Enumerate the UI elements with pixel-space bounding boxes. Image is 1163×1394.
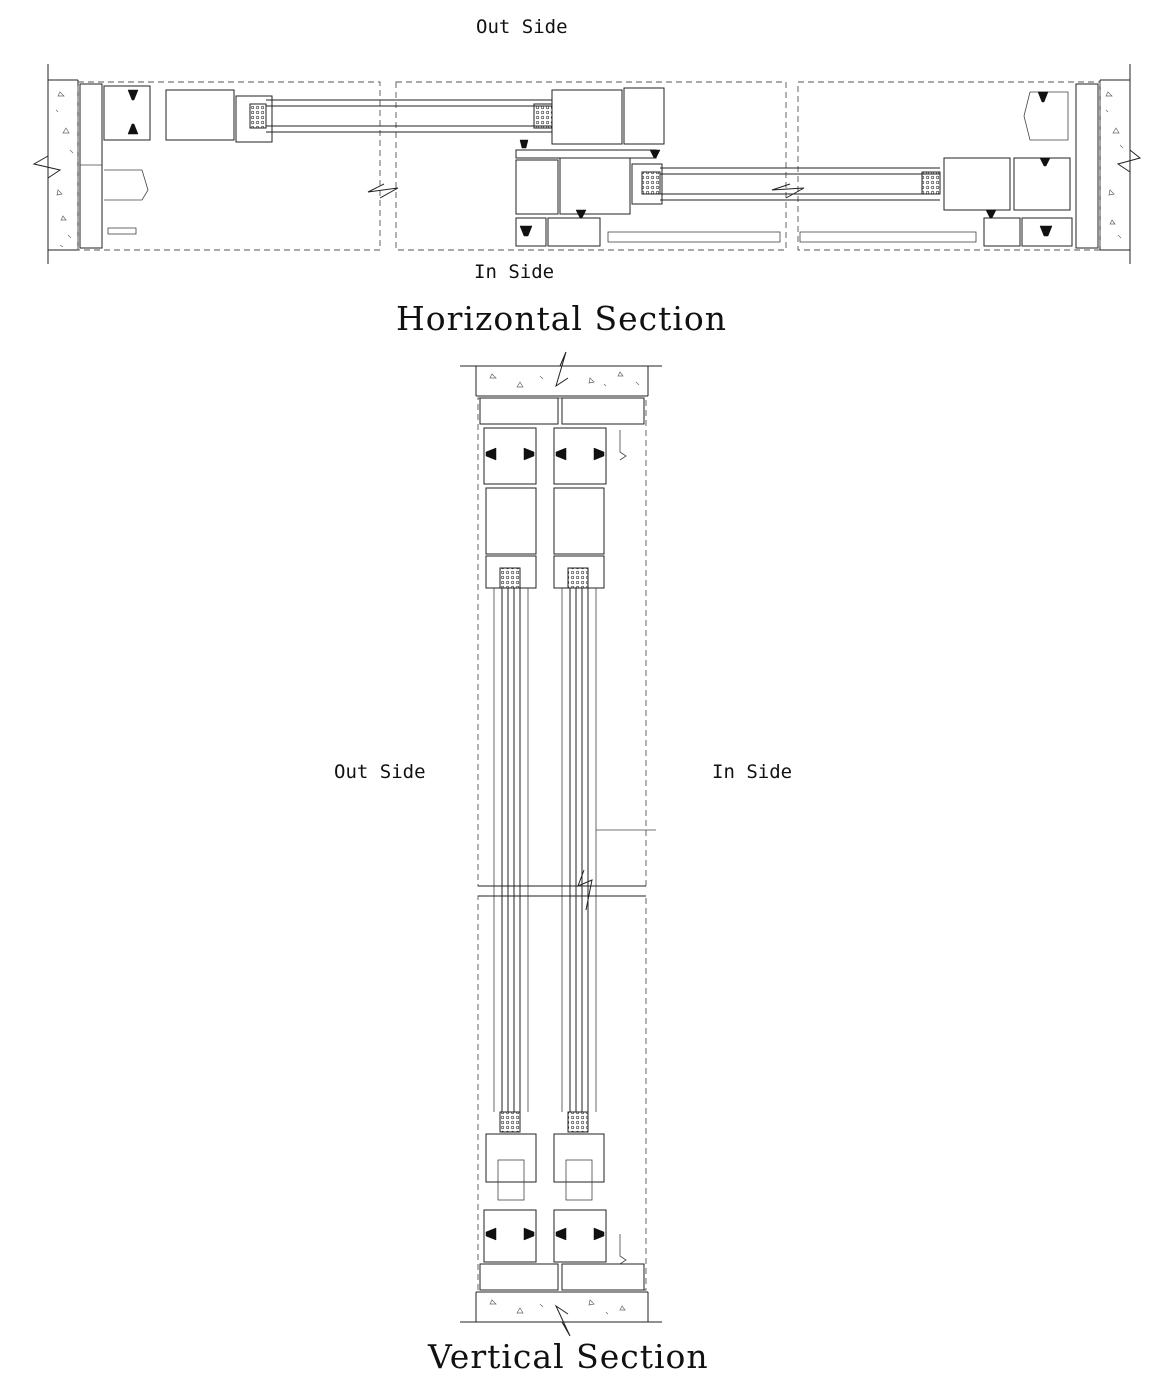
wall-left: [32, 64, 79, 264]
inner-sash-glass: [631, 163, 941, 205]
vertical-section: Out Side In Side Vertical Section: [334, 351, 792, 1376]
left-jamb-frame: [79, 83, 235, 249]
sill: [460, 1291, 662, 1337]
outer-sash-glass: [235, 95, 553, 199]
vertical-inside-label: In Side: [712, 761, 792, 783]
vertical-glass: [478, 567, 656, 1133]
horizontal-section: Out Side In Side Horizontal Section: [32, 16, 1142, 338]
horizontal-outside-label: Out Side: [476, 16, 568, 38]
head-frame: [479, 397, 645, 589]
meeting-stile: [515, 87, 665, 247]
horizontal-inside-label: In Side: [474, 261, 554, 283]
sill-frame: [479, 1133, 645, 1291]
vertical-outside-label: Out Side: [334, 761, 426, 783]
horizontal-section-title: Horizontal Section: [396, 299, 727, 338]
vertical-section-title: Vertical Section: [427, 1337, 709, 1376]
wall-right: [1099, 64, 1142, 264]
head-lintel: [460, 351, 662, 397]
right-jamb-frame: [607, 83, 1099, 249]
